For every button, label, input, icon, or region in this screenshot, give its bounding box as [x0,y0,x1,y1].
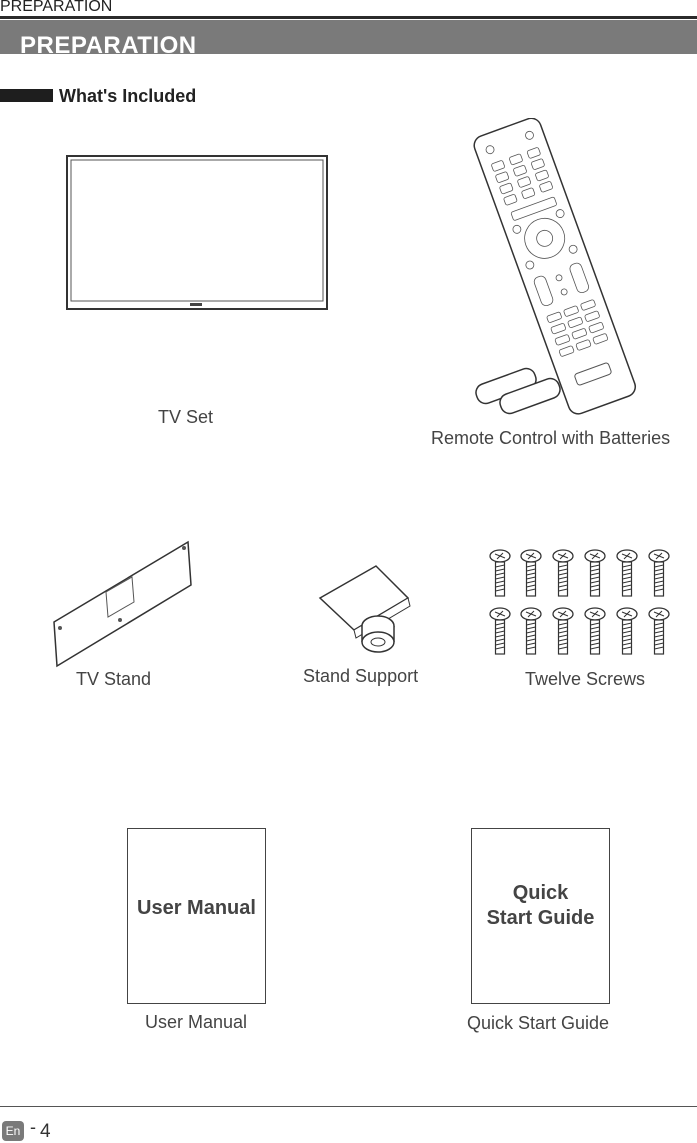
section-banner [0,20,697,54]
section-title: What's Included [59,86,197,106]
page-dash: - [30,1117,36,1137]
page-number: 4 [40,1121,51,1142]
quick-start-cover-line1: Quick [512,882,569,904]
tv-set-illustration [66,155,328,310]
footer-rule [0,1106,697,1107]
quick-start-caption: Quick Start Guide [467,1013,610,1033]
user-manual-caption: User Manual [145,1012,248,1032]
stand-support-caption: Stand Support [303,666,419,686]
tv-set-caption: TV Set [158,407,214,427]
screws-illustration [489,549,670,655]
section-marker [0,89,53,102]
running-header: PREPARATION [0,0,113,15]
tv-stand-caption: TV Stand [76,669,152,689]
tv-stand-illustration [53,540,192,668]
quick-start-cover-line2: Start Guide [486,907,595,929]
remote-control-illustration [473,118,637,415]
quick-start-booklet: Quick Start Guide [471,828,610,1004]
user-manual-cover-title: User Manual [137,897,256,919]
stand-support-illustration [318,565,411,653]
screws-caption: Twelve Screws [525,669,646,689]
header-rule [0,16,697,19]
banner-title: PREPARATION [20,32,197,59]
language-badge: En [2,1121,24,1141]
remote-caption: Remote Control with Batteries [431,428,671,448]
user-manual-booklet: User Manual [127,828,266,1004]
